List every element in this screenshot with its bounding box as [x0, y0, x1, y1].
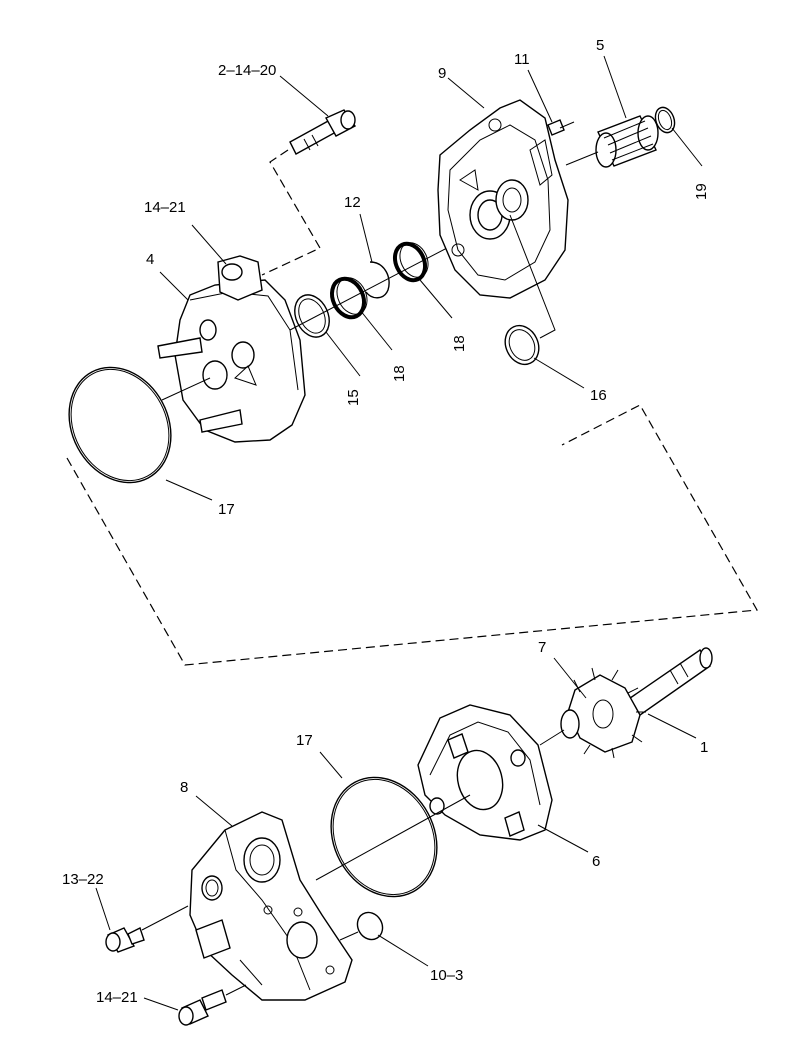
callout-13-22: 13–22: [62, 871, 104, 888]
spline-gear-5: [595, 115, 659, 168]
bolt-13-22: [105, 927, 145, 953]
cover-8: [189, 811, 353, 1001]
callout-1: 1: [700, 739, 708, 756]
bearing-18-right: [392, 241, 428, 283]
callout-19: 19: [693, 183, 710, 200]
callout-2-14-20: 2–14–20: [218, 62, 276, 79]
callout-17-left: 17: [218, 501, 235, 518]
callout-11: 11: [514, 51, 530, 68]
ring-15: [294, 294, 330, 338]
housing-9: [437, 99, 569, 299]
gear-plate-6: [417, 704, 553, 841]
snap-ring-12: [365, 261, 390, 299]
callout-14-21-bottom: 14–21: [96, 989, 138, 1006]
callout-9: 9: [438, 65, 446, 82]
callout-17-middle: 17: [296, 732, 313, 749]
o-ring-17-middle: [330, 776, 438, 898]
assembly-center-line: [66, 404, 758, 666]
bolt-14-21-bottom: [178, 989, 227, 1026]
callout-16: 16: [590, 387, 607, 404]
pin-11: [547, 119, 565, 136]
cover-4: [157, 255, 306, 443]
callout-18-a: 18: [391, 365, 408, 382]
callout-5: 5: [596, 37, 604, 54]
callout-4: 4: [146, 251, 154, 268]
callout-10-3: 10–3: [430, 967, 463, 984]
gear-7: [560, 667, 646, 759]
plug-10-3: [356, 911, 384, 941]
callout-8: 8: [180, 779, 188, 796]
callout-7: 7: [538, 639, 546, 656]
snap-ring-19: [654, 106, 676, 134]
callout-6: 6: [592, 853, 600, 870]
bolt-2-14-20: [289, 109, 357, 155]
callout-15: 15: [345, 389, 362, 406]
callout-14-21-top: 14–21: [144, 199, 186, 216]
bolt-dash-line: [261, 149, 321, 276]
ring-16: [504, 324, 540, 366]
bearing-18-left: [329, 276, 367, 320]
callout-18-b: 18: [451, 335, 468, 352]
callout-12: 12: [344, 194, 361, 211]
o-ring-17-left: [68, 366, 172, 484]
